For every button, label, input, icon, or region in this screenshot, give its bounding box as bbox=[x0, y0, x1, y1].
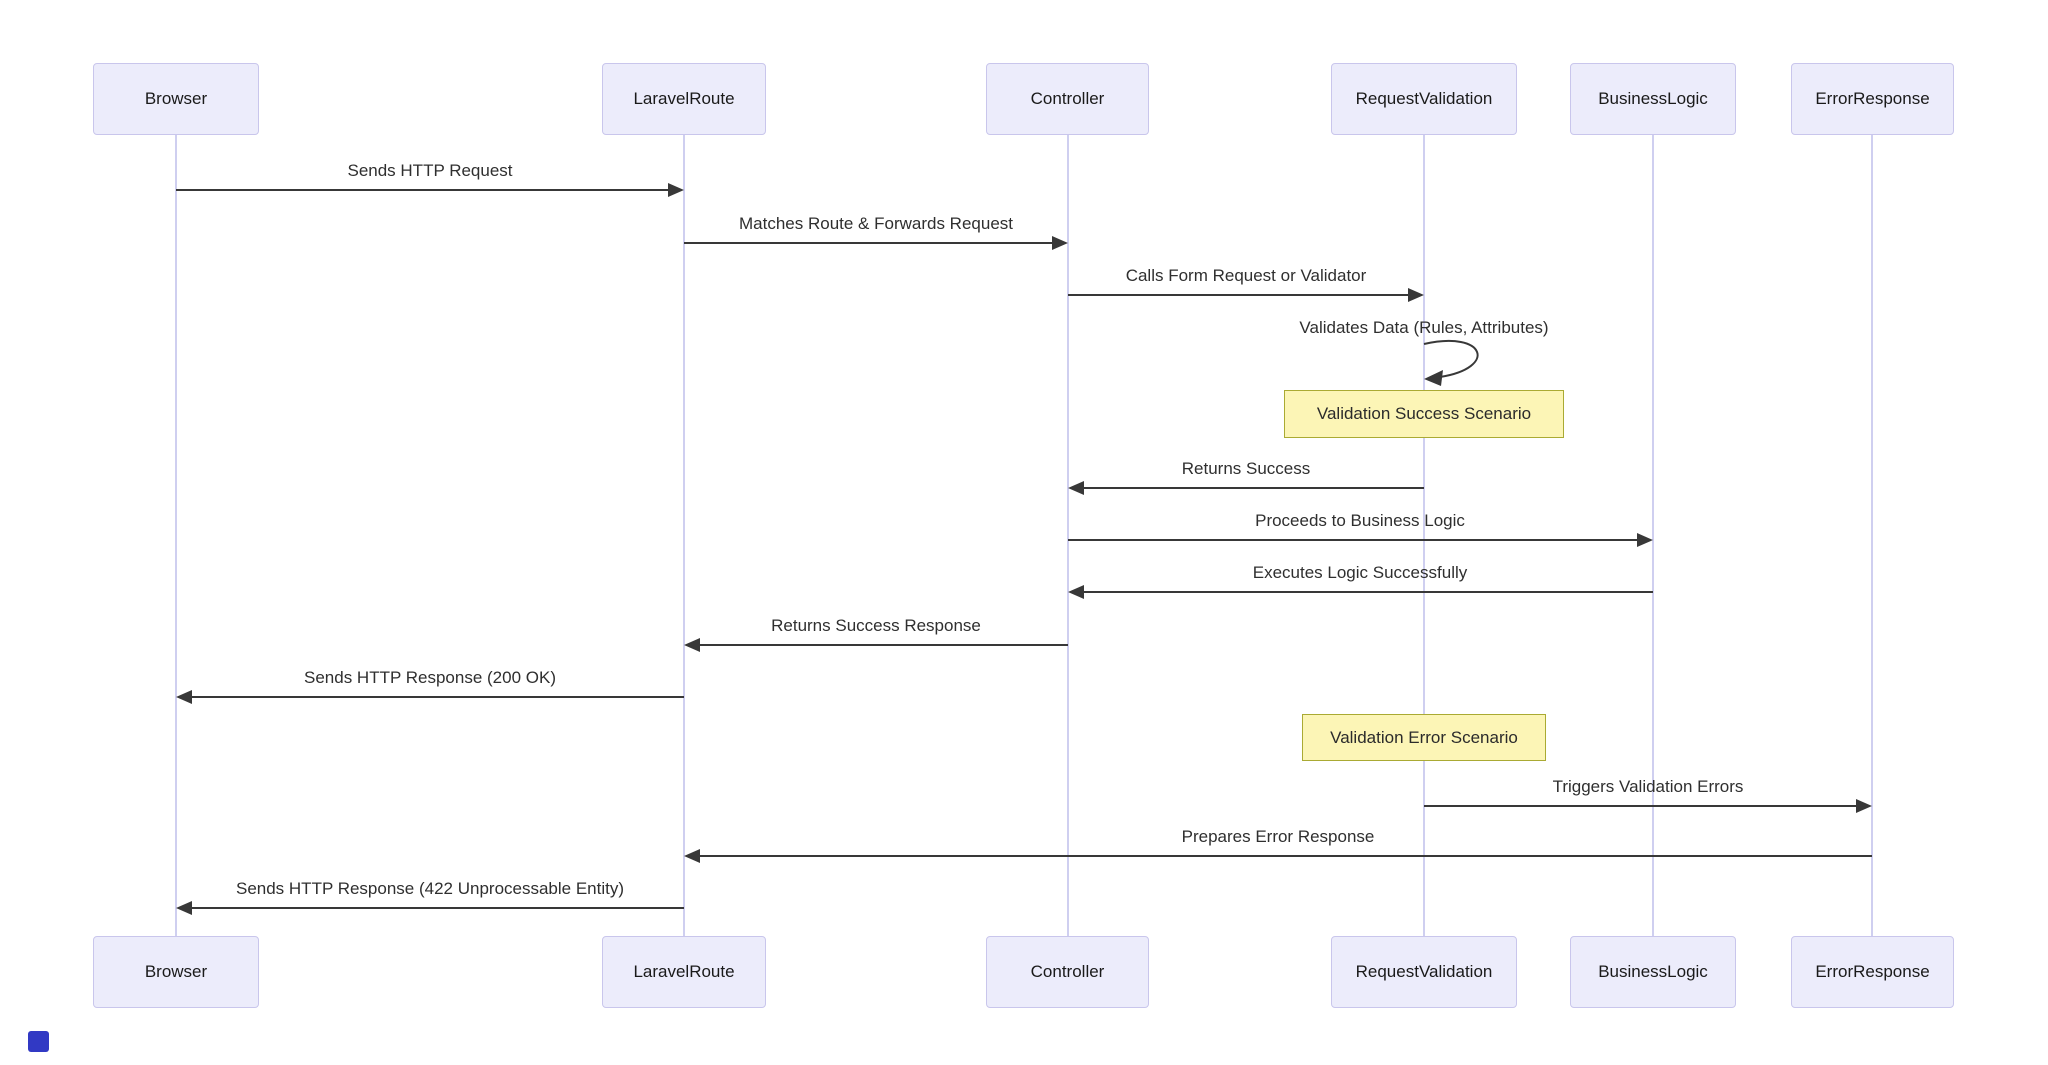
arrowhead-icon bbox=[176, 901, 192, 915]
message-arrow bbox=[176, 189, 670, 191]
message-label: Sends HTTP Response (422 Unprocessable E… bbox=[235, 879, 625, 898]
actor-box-controller-top: Controller bbox=[986, 63, 1149, 135]
actor-box-businesslogic-top: BusinessLogic bbox=[1570, 63, 1736, 135]
arrowhead-icon bbox=[176, 690, 192, 704]
note-validation-error: Validation Error Scenario bbox=[1302, 714, 1546, 761]
actor-box-browser-bottom: Browser bbox=[93, 936, 259, 1008]
lifeline-requestvalidation bbox=[1423, 135, 1425, 936]
message-arrow bbox=[190, 696, 684, 698]
message-label: Matches Route & Forwards Request bbox=[738, 214, 1014, 233]
message-arrow bbox=[1068, 294, 1410, 296]
actor-box-laravelroute-top: LaravelRoute bbox=[602, 63, 766, 135]
note-label: Validation Success Scenario bbox=[1316, 404, 1532, 423]
actor-label: Browser bbox=[144, 962, 208, 981]
actor-label: Controller bbox=[1030, 89, 1105, 108]
message-arrow bbox=[1082, 487, 1424, 489]
lifeline-controller bbox=[1067, 135, 1069, 936]
actor-box-laravelroute-bottom: LaravelRoute bbox=[602, 936, 766, 1008]
message-arrow bbox=[1068, 539, 1639, 541]
actor-label: RequestValidation bbox=[1355, 89, 1493, 108]
arrowhead-icon bbox=[1856, 799, 1872, 813]
lifeline-errorresponse bbox=[1871, 135, 1873, 936]
message-label: Calls Form Request or Validator bbox=[1125, 266, 1367, 285]
arrowhead-icon bbox=[684, 849, 700, 863]
actor-label: ErrorResponse bbox=[1815, 962, 1930, 981]
message-arrow bbox=[698, 855, 1872, 857]
actor-box-requestvalidation-bottom: RequestValidation bbox=[1331, 936, 1517, 1008]
message-arrow bbox=[698, 644, 1068, 646]
message-label: Returns Success bbox=[1181, 459, 1311, 478]
lifeline-browser bbox=[175, 135, 177, 936]
actor-label: ErrorResponse bbox=[1815, 89, 1930, 108]
lifeline-laravelroute bbox=[683, 135, 685, 936]
arrowhead-icon bbox=[1637, 533, 1653, 547]
message-arrow bbox=[1424, 805, 1858, 807]
actor-label: RequestValidation bbox=[1355, 962, 1493, 981]
self-loop-arrow-icon bbox=[1423, 339, 1479, 386]
arrowhead-icon bbox=[1068, 585, 1084, 599]
actor-box-browser-top: Browser bbox=[93, 63, 259, 135]
message-label: Sends HTTP Request bbox=[347, 161, 513, 180]
streaming-cursor bbox=[28, 1031, 49, 1052]
actor-label: LaravelRoute bbox=[633, 89, 735, 108]
actor-box-errorresponse-top: ErrorResponse bbox=[1791, 63, 1954, 135]
message-arrow bbox=[684, 242, 1054, 244]
actor-box-requestvalidation-top: RequestValidation bbox=[1331, 63, 1517, 135]
actor-box-errorresponse-bottom: ErrorResponse bbox=[1791, 936, 1954, 1008]
arrowhead-icon bbox=[1408, 288, 1424, 302]
message-label: Triggers Validation Errors bbox=[1552, 777, 1744, 796]
arrowhead-icon bbox=[1068, 481, 1084, 495]
actor-label: Browser bbox=[144, 89, 208, 108]
arrowhead-icon bbox=[684, 638, 700, 652]
actor-label: LaravelRoute bbox=[633, 962, 735, 981]
note-validation-success: Validation Success Scenario bbox=[1284, 390, 1564, 438]
actor-label: BusinessLogic bbox=[1598, 89, 1708, 108]
actor-box-controller-bottom: Controller bbox=[986, 936, 1149, 1008]
message-label: Sends HTTP Response (200 OK) bbox=[304, 668, 556, 687]
message-arrow bbox=[190, 907, 684, 909]
message-label: Executes Logic Successfully bbox=[1252, 563, 1468, 582]
actor-label: Controller bbox=[1030, 962, 1105, 981]
message-label: Proceeds to Business Logic bbox=[1255, 511, 1465, 530]
message-label: Prepares Error Response bbox=[1181, 827, 1375, 846]
actor-label: BusinessLogic bbox=[1598, 962, 1708, 981]
lifeline-businesslogic bbox=[1652, 135, 1654, 936]
actor-box-businesslogic-bottom: BusinessLogic bbox=[1570, 936, 1736, 1008]
note-label: Validation Error Scenario bbox=[1330, 727, 1518, 747]
message-label: Returns Success Response bbox=[771, 616, 981, 635]
arrowhead-icon bbox=[1052, 236, 1068, 250]
arrowhead-icon bbox=[668, 183, 684, 197]
message-arrow bbox=[1082, 591, 1653, 593]
message-label: Validates Data (Rules, Attributes) bbox=[1299, 318, 1549, 337]
